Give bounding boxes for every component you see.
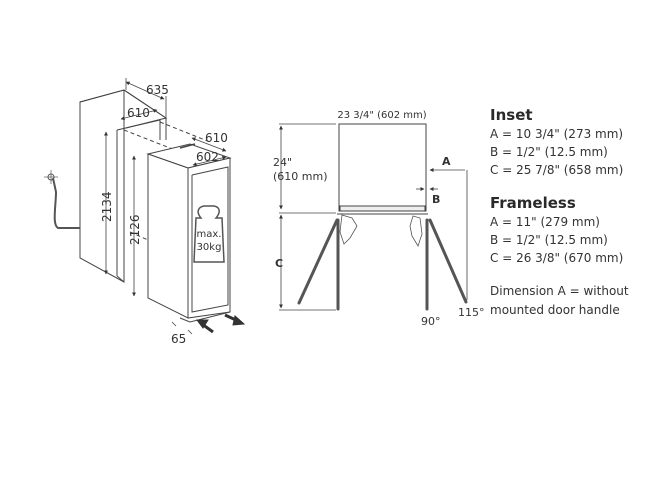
- depth-label-inches: 24": [273, 156, 292, 169]
- angle-90-label: 90°: [421, 315, 441, 328]
- niche-depth-label: 635: [146, 83, 169, 97]
- left-dimension-lines: [104, 78, 227, 335]
- top-width-label: 23 3/4" (602 mm): [337, 110, 426, 121]
- frameless-heading: Frameless: [490, 194, 576, 212]
- inset-heading: Inset: [490, 106, 533, 124]
- appliance-width-label: 602: [196, 150, 219, 164]
- dim-a-label: A: [442, 155, 451, 168]
- inset-spec-a: A = 10 3/4" (273 mm): [490, 127, 624, 141]
- door-offset-label: 65: [171, 332, 186, 346]
- hinge-left: [339, 214, 358, 245]
- door-motion-arrows-icon: [196, 313, 246, 334]
- door-right-open: [425, 218, 468, 311]
- weight-label-max: max.: [197, 229, 222, 240]
- niche-height-label: 2134: [100, 191, 114, 222]
- dim-c-label: C: [275, 257, 283, 270]
- inset-spec-c: C = 25 7/8" (658 mm): [490, 163, 624, 177]
- hinge-right: [409, 215, 423, 247]
- power-cord-icon: [44, 170, 80, 229]
- niche-width-label: 610: [127, 106, 150, 120]
- dimension-note-line1: Dimension A = without: [490, 284, 629, 298]
- frameless-spec-a: A = 11" (279 mm): [490, 215, 600, 229]
- depth-label-mm: (610 mm): [273, 170, 328, 183]
- appliance-height-label: 2126: [128, 214, 142, 245]
- dim-b-label: B: [432, 193, 440, 206]
- door-left-open: [297, 218, 340, 311]
- frameless-spec-c: C = 26 3/8" (670 mm): [490, 251, 624, 265]
- specs-panel: Inset A = 10 3/4" (273 mm) B = 1/2" (12.…: [490, 106, 648, 320]
- angle-115-label: 115°: [458, 306, 485, 319]
- weight-icon: max. 30kg: [193, 205, 225, 263]
- appliance-depth-label: 610: [205, 131, 228, 145]
- inset-spec-b: B = 1/2" (12.5 mm): [490, 145, 608, 159]
- top-view-appliance: [337, 123, 428, 215]
- middle-dimension-lines: [279, 123, 468, 311]
- dimension-note-line2: mounted door handle: [490, 303, 620, 317]
- weight-label-kg: 30kg: [197, 242, 222, 253]
- frameless-spec-b: B = 1/2" (12.5 mm): [490, 233, 608, 247]
